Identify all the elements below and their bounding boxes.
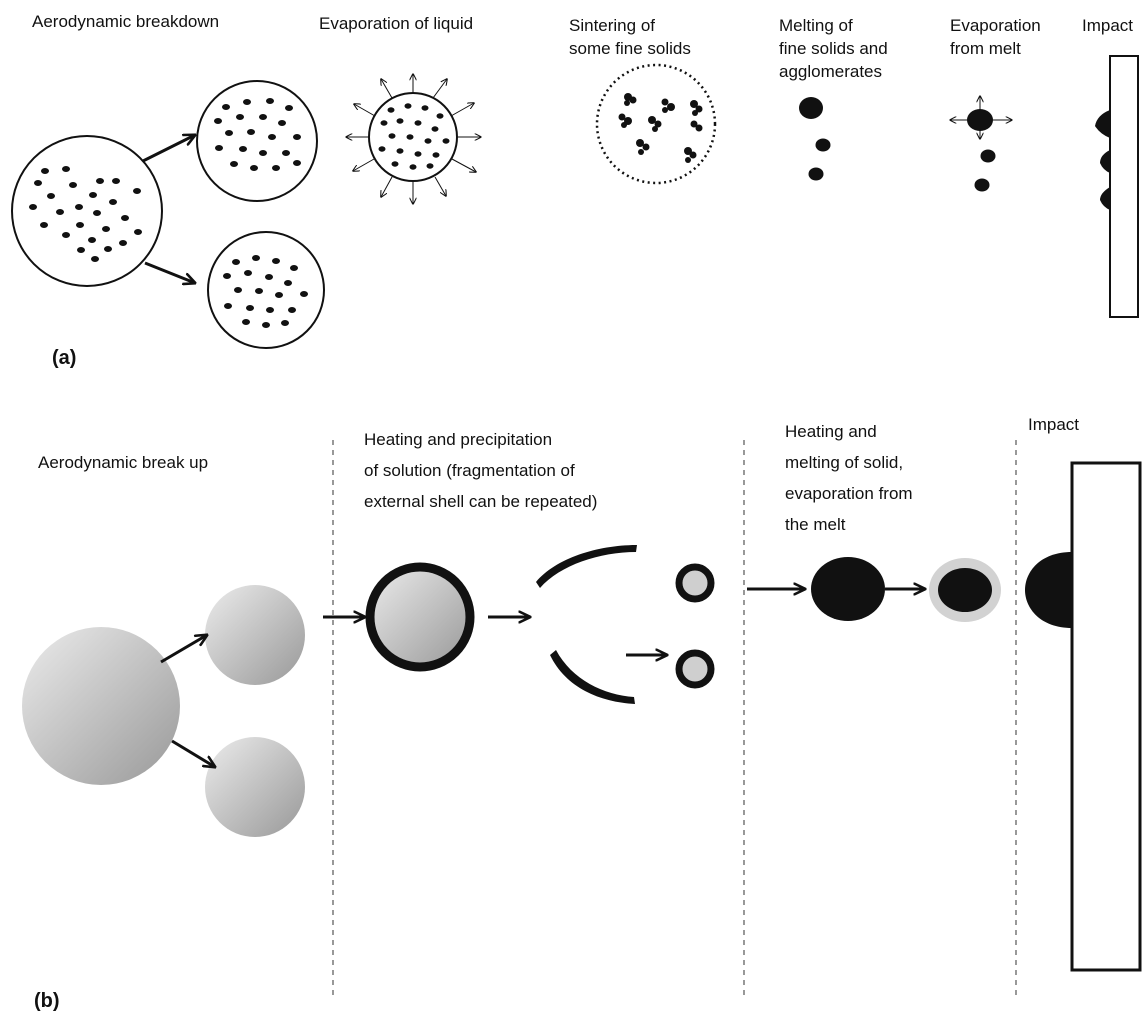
a-arrow-up <box>142 135 195 163</box>
b-arrow-up <box>160 635 207 664</box>
a-evaporating-droplet <box>346 74 481 204</box>
a-label-sintering-1: Sintering of <box>569 16 655 35</box>
a-impact-wall <box>1095 55 1139 318</box>
b-arrow-down <box>171 739 215 767</box>
b-impact-wall <box>1025 461 1142 972</box>
b-label-melting-2: melting of solid, <box>785 453 904 472</box>
b-label-melting-3: evaporation from <box>785 484 913 503</box>
b-shelled-droplet <box>365 562 475 672</box>
a-label-impact: Impact <box>1082 16 1134 35</box>
b-evaporating-melt <box>938 568 992 612</box>
a-label-evap-melt-1: Evaporation <box>950 16 1041 35</box>
b-label-melting-1: Heating and <box>785 422 877 441</box>
a-agglomerates <box>618 93 703 163</box>
a-label-melting-2: fine solids and <box>779 39 888 58</box>
b-shell-fragment-lower <box>550 650 635 704</box>
b-label-melting-4: the melt <box>785 515 846 534</box>
a-large-droplet <box>11 135 163 287</box>
a-label-evaporation: Evaporation of liquid <box>319 14 474 33</box>
b-small-shelled-droplet-upper <box>675 563 715 603</box>
a-label-evap-melt-2: from melt <box>950 39 1021 58</box>
b-label-breakup: Aerodynamic break up <box>38 453 209 472</box>
a-split-droplet-upper <box>196 80 318 202</box>
b-split-droplet-upper <box>205 585 305 685</box>
b-label-heating-2: of solution (fragmentation of <box>364 461 575 480</box>
b-label-impact: Impact <box>1028 415 1080 434</box>
b-shell-fragment-upper <box>536 545 637 588</box>
a-label-melting-3: agglomerates <box>779 62 883 81</box>
a-melt-droplets <box>799 97 831 181</box>
panel-a-label: (a) <box>52 347 77 369</box>
a-sintering-droplet <box>595 63 717 185</box>
panel-b <box>22 440 1142 995</box>
panel-a <box>11 55 1139 349</box>
b-split-droplet-lower <box>205 737 305 837</box>
panel-b-label: (b) <box>34 990 60 1012</box>
b-label-heating-1: Heating and precipitation <box>364 430 553 449</box>
a-large-droplet-dots <box>29 166 142 262</box>
b-melt-droplet <box>811 557 885 621</box>
a-label-melting-1: Melting of <box>779 16 853 35</box>
a-arrow-down <box>144 261 195 283</box>
a-label-breakdown: Aerodynamic breakdown <box>32 12 220 31</box>
a-split-droplet-lower <box>207 231 325 349</box>
a-evap-melt-droplets <box>950 96 1012 192</box>
a-vapor-arrows <box>346 74 481 204</box>
b-small-shelled-droplet-lower <box>675 649 715 689</box>
b-label-heating-3: external shell can be repeated) <box>364 492 598 511</box>
b-large-droplet <box>22 627 180 785</box>
a-label-sintering-2: some fine solids <box>569 39 691 58</box>
